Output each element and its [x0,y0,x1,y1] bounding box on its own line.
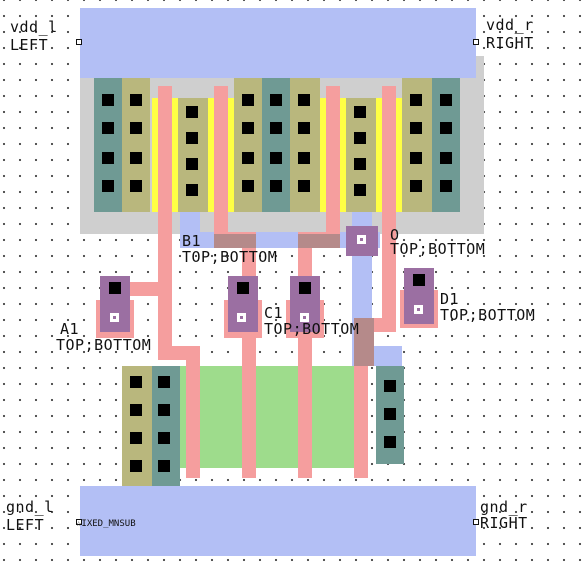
a1-label: A1 [60,320,80,338]
poly-gate [298,366,312,478]
o-label: O [390,226,400,244]
substrate-marker-label: ☆IXED_MNSUB [76,519,136,529]
vdd-r-pin-direction: RIGHT [486,34,534,52]
gnd-r-pin-name: gnd_r [480,498,528,516]
c1-access-label: TOP;BOTTOM [264,320,360,338]
gnd-l-pin-marker [76,519,82,525]
local-route [354,318,374,366]
poly-gate [158,282,172,346]
vdd-rail [80,8,476,78]
b1-access-label: TOP;BOTTOM [182,248,278,266]
local-route [214,234,256,248]
poly-gate [186,366,200,478]
poly-gate [214,86,228,246]
gnd-l-pin-direction: LEFT [6,516,45,534]
poly-gate [354,366,368,478]
vdd-l-pin-name: vdd_l [10,18,58,36]
local-route [298,234,340,248]
poly-gate [242,366,256,478]
vdd-l-pin-marker [76,39,82,45]
gnd-r-pin-marker [473,519,479,525]
c1-label: C1 [264,304,284,322]
o-access-label: TOP;BOTTOM [390,240,486,258]
d1-access-label: TOP;BOTTOM [440,306,536,324]
b1-label: B1 [182,232,202,250]
a1-access-label: TOP;BOTTOM [56,336,152,354]
poly-gate [382,232,396,322]
vdd-r-pin-name: vdd_r [486,16,534,34]
gnd-rail [80,486,476,556]
d1-label: D1 [440,290,460,308]
contacts [102,94,452,472]
gnd-r-pin-direction: RIGHT [480,514,528,532]
poly-gate [382,86,396,246]
ndiff-active [180,366,362,468]
poly-gate [326,86,340,246]
vdd-l-pin-direction: LEFT [10,36,49,54]
gnd-l-pin-name: gnd_l [6,498,54,516]
poly-gate [158,86,172,294]
vdd-r-pin-marker [473,39,479,45]
